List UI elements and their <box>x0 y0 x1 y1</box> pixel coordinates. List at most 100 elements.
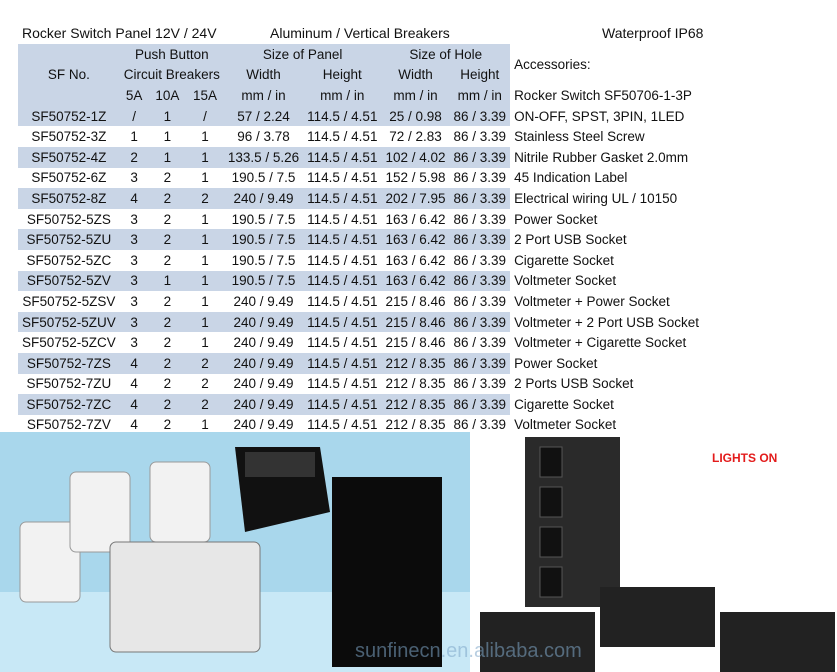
unit-header: mm / in <box>381 85 450 106</box>
accessory-item: Power Socket <box>510 352 704 374</box>
amp-header: 15A <box>186 85 224 106</box>
sf-number: SF50752-5ZCV <box>22 335 116 351</box>
table-cell: 1 <box>186 229 224 250</box>
table-cell: 163 / 6.42 <box>381 270 450 292</box>
accessory-item: ON-OFF, SPST, 3PIN, 1LED <box>510 105 704 127</box>
accessory-item: 45 Indication Label <box>510 167 704 189</box>
table-cell: 2 <box>186 394 224 415</box>
sf-number: SF50752-6Z <box>31 170 107 186</box>
sf-number: SF50752-5ZC <box>26 252 112 268</box>
table-cell: 86 / 3.39 <box>449 229 511 250</box>
table-cell: / <box>119 105 149 127</box>
unit-header: mm / in <box>223 85 304 106</box>
table-cell: 215 / 8.46 <box>385 293 446 309</box>
table-cell: 1 <box>201 293 209 309</box>
table-cell: 102 / 4.02 <box>381 146 450 168</box>
sf-number: SF50752-5ZSV <box>22 293 116 309</box>
table-cell: 4 <box>119 352 149 374</box>
table-cell: 190.5 / 7.5 <box>223 229 304 250</box>
table-cell: 114.5 / 4.51 <box>303 105 382 127</box>
push-button-header: Push Button <box>119 44 224 65</box>
table-cell: 96 / 3.78 <box>237 129 290 145</box>
table-cell: 240 / 9.49 <box>223 394 304 415</box>
sf-no-header: SF No. <box>18 44 120 106</box>
table-cell: 2 <box>163 335 172 351</box>
table-cell: 114.5 / 4.51 <box>307 170 378 186</box>
table-cell: 190.5 / 7.5 <box>231 211 296 227</box>
accessory-item: Voltmeter Socket <box>510 270 704 292</box>
title-bar: Rocker Switch Panel 12V / 24V Aluminum /… <box>0 0 837 41</box>
panel-width-header: Width <box>223 64 304 86</box>
accessory-item: Nitrile Rubber Gasket 2.0mm <box>510 146 704 168</box>
table-cell: 72 / 2.83 <box>389 129 442 145</box>
table-cell: 86 / 3.39 <box>449 270 511 292</box>
table-cell: 212 / 8.35 <box>385 417 446 433</box>
table-cell: 1 <box>201 129 209 145</box>
table-cell: 4 <box>119 188 149 209</box>
product-photos: LIGHTS ON <box>0 432 835 672</box>
unit-header: mm / in <box>303 85 382 106</box>
table-cell: 190.5 / 7.5 <box>231 252 296 268</box>
sf-number: SF50752-5ZV <box>18 270 120 292</box>
label-sheet-photo <box>332 477 442 667</box>
accessory-item: Power Socket <box>510 208 704 230</box>
table-cell: 25 / 0.98 <box>381 105 450 127</box>
table-cell: 1 <box>186 146 224 168</box>
table-cell: 2 <box>163 252 172 268</box>
table-cell: 57 / 2.24 <box>223 105 304 127</box>
table-cell: 2 <box>148 229 187 250</box>
table-cell: 3 <box>119 270 149 292</box>
table-cell: 86 / 3.39 <box>449 311 511 333</box>
table-cell: 2 <box>186 188 224 209</box>
accessory-item: 2 Ports USB Socket <box>510 373 704 395</box>
table-cell: 2 <box>119 146 149 168</box>
table-cell: 1 <box>201 335 209 351</box>
table-cell: 114.5 / 4.51 <box>307 335 378 351</box>
sf-number: SF50752-5ZS <box>26 211 111 227</box>
table-cell: 2 <box>148 394 187 415</box>
sf-number: SF50752-7ZU <box>26 376 112 392</box>
sf-number: SF50752-7ZC <box>18 394 120 415</box>
table-cell: 2 <box>163 293 172 309</box>
table-cell: 215 / 8.46 <box>385 335 446 351</box>
title-middle: Aluminum / Vertical Breakers <box>270 25 450 41</box>
accessory-item: Voltmeter + 2 Port USB Socket <box>510 311 704 333</box>
table-cell: 215 / 8.46 <box>381 311 450 333</box>
accessory-item: Cigarette Socket <box>510 249 704 271</box>
table-cell: 114.5 / 4.51 <box>303 394 382 415</box>
table-cell: 240 / 9.49 <box>233 335 294 351</box>
sf-number: SF50752-4Z <box>18 146 120 168</box>
table-cell: 240 / 9.49 <box>223 188 304 209</box>
amp-header: 5A <box>119 85 149 106</box>
table-cell: 4 <box>130 376 138 392</box>
table-cell: 1 <box>201 170 209 186</box>
table-cell: 1 <box>148 146 187 168</box>
table-cell: 86 / 3.39 <box>453 252 507 268</box>
accessory-item: Stainless Steel Screw <box>510 126 704 147</box>
table-cell: 114.5 / 4.51 <box>307 252 378 268</box>
unit-header: mm / in <box>449 85 511 106</box>
accessory-title: Rocker Switch SF50706-1-3P <box>510 85 704 106</box>
table-cell: 202 / 7.95 <box>381 188 450 209</box>
table-cell: 1 <box>148 105 187 127</box>
table-cell: 240 / 9.49 <box>223 311 304 333</box>
hole-header: Size of Hole <box>381 44 511 65</box>
table-cell: 114.5 / 4.51 <box>303 229 382 250</box>
table-cell: 114.5 / 4.51 <box>307 417 378 433</box>
title-right: Waterproof IP68 <box>602 25 704 41</box>
circuit-breakers-header: Circuit Breakers <box>119 64 224 86</box>
table-cell: 212 / 8.35 <box>381 394 450 415</box>
table-cell: 114.5 / 4.51 <box>303 270 382 292</box>
